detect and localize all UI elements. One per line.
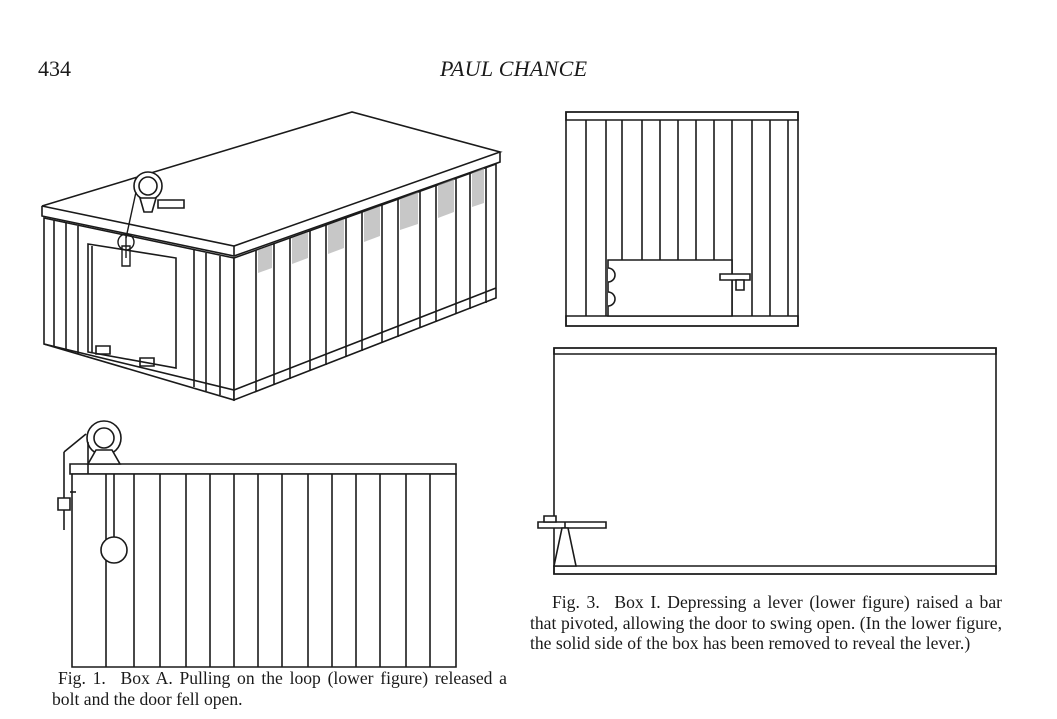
figure-1-caption: Fig. 1. Box A. Pulling on the loop (lowe… (52, 668, 507, 709)
figure-1-caption-text: Box A. Pulling on the loop (lower figure… (52, 668, 507, 709)
bolt (122, 246, 130, 266)
loop-ring (101, 537, 127, 563)
box-i-side-outline (554, 348, 996, 574)
box-a-perspective-drawing (30, 108, 510, 408)
top-rail (554, 348, 996, 354)
bolt (58, 498, 70, 510)
hinge-bottom (608, 292, 615, 306)
box-side-face (234, 164, 496, 400)
figure-3-caption: Fig. 3. Box I. Depressing a lever (lower… (530, 592, 1002, 654)
bottom-rail (554, 566, 996, 574)
box-a-door (88, 244, 176, 368)
fulcrum (554, 528, 576, 566)
box-i-front-drawing (560, 110, 804, 332)
pulley-icon (134, 172, 184, 212)
running-head: PAUL CHANCE (440, 56, 588, 81)
lever-bar (538, 522, 606, 528)
box-i-side-drawing (534, 344, 1002, 578)
page-number: 434 (38, 56, 71, 81)
figure-1-label: Fig. 1. (58, 668, 106, 688)
figure-3-caption-text: Box I. Depressing a lever (lower figure)… (530, 592, 1002, 653)
hinge-top (608, 268, 615, 282)
box-a-side-drawing (50, 412, 470, 670)
latch-bar (720, 274, 750, 280)
box-side-panel (72, 474, 456, 667)
hinge-right (140, 358, 154, 366)
figure-3-label: Fig. 3. (552, 592, 600, 612)
box-i-door (608, 260, 732, 316)
top-rail (70, 464, 456, 474)
lever-handle (544, 516, 556, 522)
hinge-left (96, 346, 110, 354)
pulley-icon (87, 421, 121, 464)
top-rail (566, 112, 798, 120)
